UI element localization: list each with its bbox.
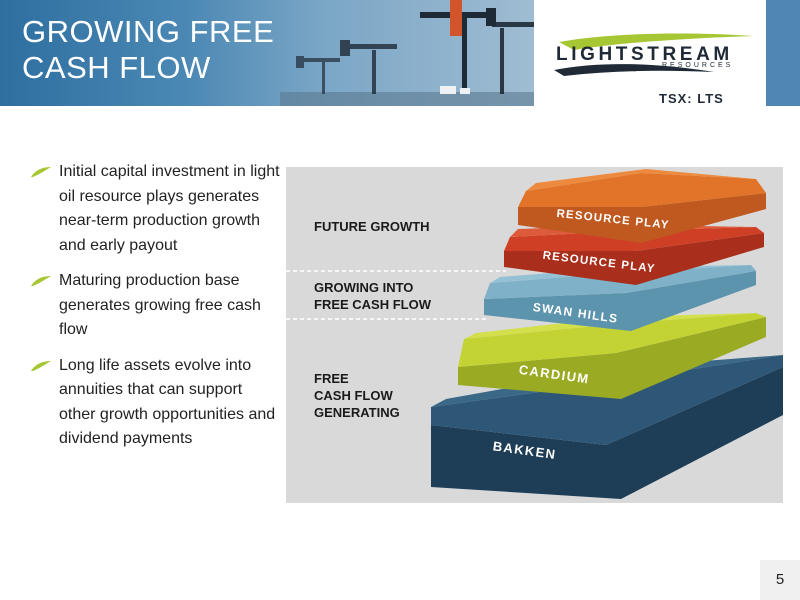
label-line: FREE <box>314 371 349 386</box>
header-oilfield-photo: GROWING FREE CASH FLOW <box>0 0 534 106</box>
layer-resource-play-orange <box>518 169 766 243</box>
label-future-growth: FUTURE GROWTH <box>314 219 430 234</box>
label-line: CASH FLOW <box>314 388 393 403</box>
header: GROWING FREE CASH FLOW LIGHTSTREAM RESOU… <box>0 0 800 106</box>
leaf-bullet-icon <box>31 167 51 177</box>
lightstream-swoosh-icon <box>554 33 754 76</box>
layered-assets-diagram: RESOURCE PLAY RESOURCE PLAY SWAN HILLS C… <box>286 167 783 503</box>
logo-panel: LIGHTSTREAM RESOURCES TSX: LTS <box>534 0 766 106</box>
page-number-box: 5 <box>760 560 800 600</box>
bullet-item: Initial capital investment in light oil … <box>30 160 280 258</box>
bullet-text: Long life assets evolve into annuities t… <box>59 356 276 448</box>
title-line-1: GROWING FREE <box>22 14 275 49</box>
title-line-2: CASH FLOW <box>22 50 211 85</box>
bullet-item: Maturing production base generates growi… <box>30 269 280 343</box>
ticker-symbol: TSX: LTS <box>659 91 724 106</box>
label-line: FREE CASH FLOW <box>314 297 431 312</box>
stacked-layers-graphic: RESOURCE PLAY RESOURCE PLAY SWAN HILLS C… <box>286 169 783 499</box>
bullet-text: Initial capital investment in light oil … <box>59 163 280 254</box>
label-line: GROWING INTO <box>314 280 414 295</box>
label-free-cash-flow-generating: FREE CASH FLOW GENERATING <box>314 370 400 421</box>
bullet-text: Maturing production base generates growi… <box>59 272 261 338</box>
label-line: GENERATING <box>314 405 400 420</box>
leaf-bullet-icon <box>31 276 51 286</box>
bullet-item: Long life assets evolve into annuities t… <box>30 354 280 452</box>
company-logo-text: LIGHTSTREAM <box>556 44 733 65</box>
page-title: GROWING FREE CASH FLOW <box>22 14 322 86</box>
header-right-band <box>766 0 800 106</box>
bullet-list: Initial capital investment in light oil … <box>30 160 280 463</box>
company-logo-subtext: RESOURCES <box>662 62 734 69</box>
pumpjack-silhouettes <box>280 0 534 106</box>
page-number: 5 <box>775 571 785 588</box>
label-growing-into-free-cash-flow: GROWING INTO FREE CASH FLOW <box>314 279 431 313</box>
leaf-bullet-icon <box>31 360 51 371</box>
